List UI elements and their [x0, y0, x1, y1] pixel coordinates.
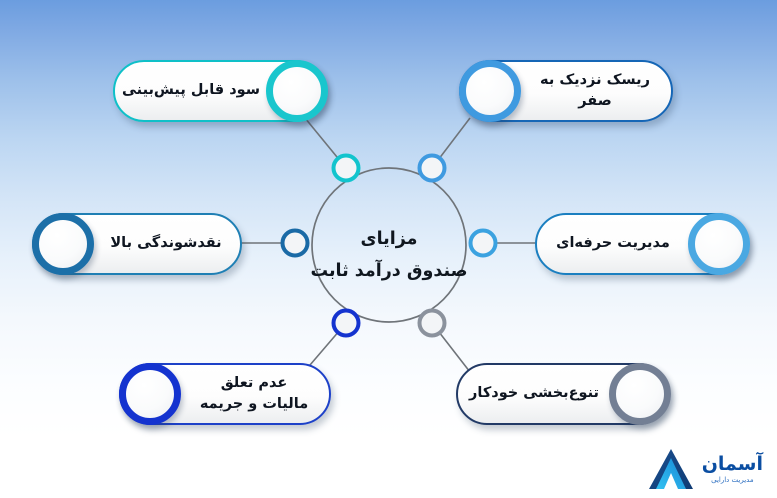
hub-circle — [311, 167, 467, 323]
benefit-label-2: نقدشوندگی بالا — [110, 235, 222, 252]
benefit-knob-icon-3 — [687, 212, 750, 275]
hub-node-1 — [417, 153, 447, 183]
brand-logo-text: آسمان مدیریت دارایی — [701, 452, 763, 484]
brand-logo: آسمان مدیریت دارایی — [648, 448, 763, 490]
hub-node-0 — [331, 153, 361, 183]
benefit-pill-naghdshavandegi-bala[interactable]: نقدشوندگی بالا — [31, 212, 242, 275]
hub-node-3 — [468, 228, 498, 258]
brand-name: آسمان — [701, 452, 763, 475]
benefit-label-0: سود قابل پیش‌بینی — [121, 82, 261, 99]
benefit-knob-icon-4 — [118, 362, 181, 425]
benefit-pill-adam-taalogh-maliat[interactable]: عدم تعلق مالیات و جریمه — [118, 362, 331, 425]
benefit-label-3: مدیریت حرفه‌ای — [556, 235, 670, 252]
benefit-pill-sood-ghabel-pishbini[interactable]: سود قابل پیش‌بینی — [113, 59, 328, 122]
benefit-label-4: عدم تعلق مالیات و جریمه — [199, 374, 309, 412]
hub-node-2 — [280, 228, 310, 258]
hub-node-5 — [417, 308, 447, 338]
hub-node-4 — [331, 308, 361, 338]
brand-tagline: مدیریت دارایی — [711, 475, 754, 484]
benefit-knob-icon-1 — [458, 59, 521, 122]
benefit-knob-icon-2 — [31, 212, 94, 275]
benefit-pill-modiriat-herfei[interactable]: مدیریت حرفه‌ای — [535, 212, 750, 275]
benefit-label-5: تنوع‌بخشی خودکار — [469, 385, 599, 402]
benefit-pill-risk-nazdik-be-sefr[interactable]: ریسک نزدیک به صفر — [458, 59, 673, 122]
benefit-pill-tanobakhshi-khodkar[interactable]: تنوع‌بخشی خودکار — [456, 362, 671, 425]
benefit-knob-icon-0 — [265, 59, 328, 122]
benefit-label-1: ریسک نزدیک به صفر — [540, 71, 650, 109]
hub-nodes — [280, 153, 498, 338]
benefit-knob-icon-5 — [608, 362, 671, 425]
chevron-a-mark-icon — [648, 449, 693, 489]
